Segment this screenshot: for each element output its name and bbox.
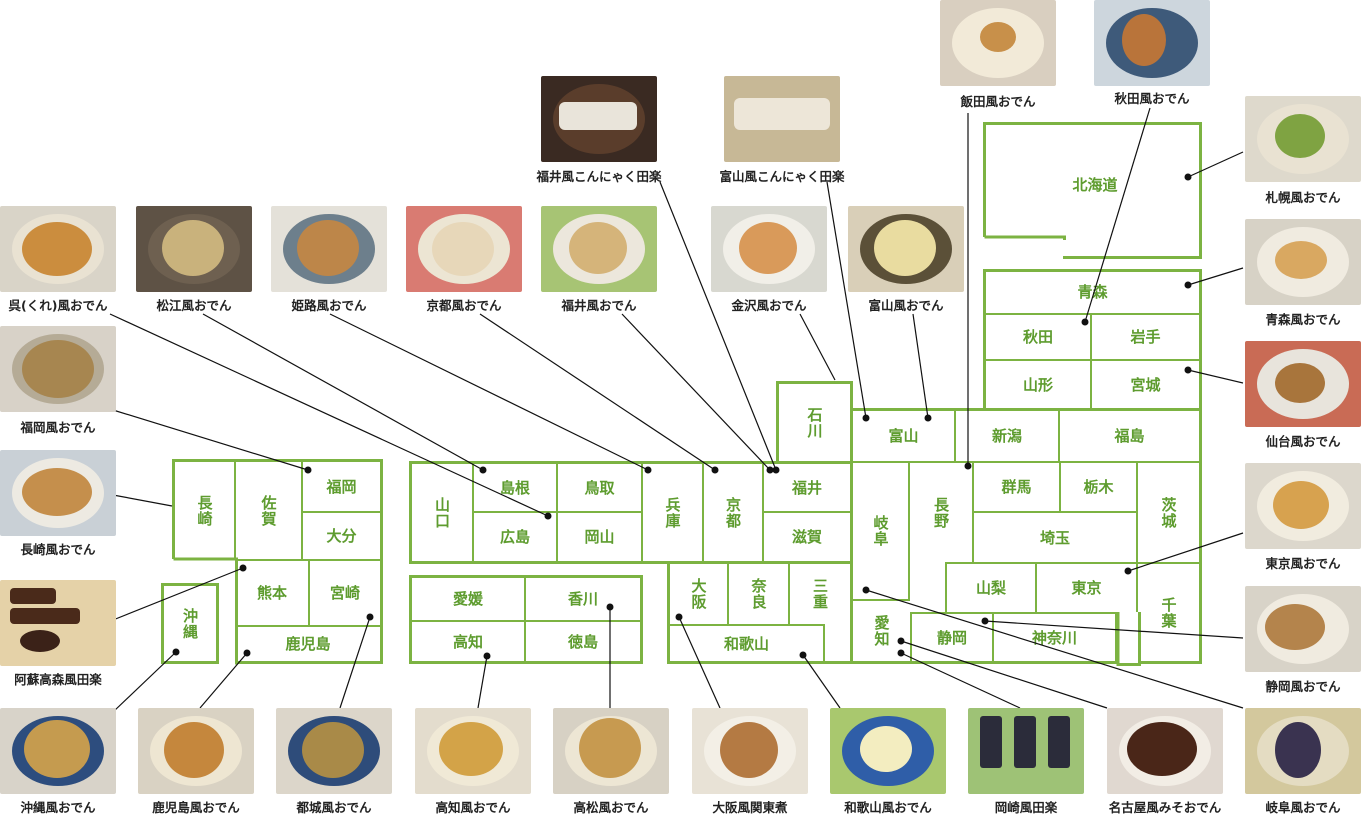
photo-nagasaki (0, 450, 116, 536)
caption-wakayama: 和歌山風おでん (844, 800, 932, 815)
photo-osaka (692, 708, 808, 794)
pref-kagoshima: 鹿児島 (236, 625, 380, 661)
photo-okazaki (968, 708, 1084, 794)
pref-tokushima: 徳島 (526, 620, 640, 661)
photo-himeji (271, 206, 387, 292)
pref-wakayama: 和歌山 (670, 624, 825, 661)
caption-tokyo: 東京風おでん (1265, 556, 1341, 571)
caption-gifu: 岐阜風おでん (1265, 800, 1341, 815)
caption-aso: 阿蘇高森風田楽 (14, 672, 102, 687)
caption-fukuoka: 福岡風おでん (20, 420, 96, 435)
pref-nara: 奈良 (729, 564, 790, 624)
caption-kure: 呉(くれ)風おでん (8, 298, 108, 313)
photo-sendai (1245, 341, 1361, 427)
pref-gunma: 群馬 (974, 461, 1061, 511)
photo-takamatsu (553, 708, 669, 794)
caption-osaka: 大阪風関東煮 (712, 800, 788, 815)
pref-kyoto: 京都 (704, 464, 764, 561)
caption-fukui: 福井風おでん (561, 298, 637, 313)
caption-shizuoka: 静岡風おでん (1265, 679, 1341, 694)
hokkaido-notch (983, 237, 1063, 262)
caption-okinawa: 沖縄風おでん (20, 800, 96, 815)
region-shikoku (409, 575, 643, 664)
photo-toyama-dengaku (724, 76, 840, 162)
caption-miyakonojo: 都城風おでん (296, 800, 372, 815)
pref-kagawa: 香川 (567, 590, 598, 608)
pref-osaka: 大阪 (670, 564, 729, 624)
photo-iida (940, 0, 1056, 86)
photo-kochi (415, 708, 531, 794)
pref-kochi: 高知 (412, 620, 526, 661)
caption-matsue: 松江風おでん (156, 298, 232, 313)
pref-ibaraki: 茨城 (1138, 461, 1199, 562)
photo-sapporo (1245, 96, 1361, 182)
caption-okazaki: 岡崎風田楽 (994, 800, 1058, 815)
photo-aomori (1245, 219, 1361, 305)
pref-mie: 三重 (811, 578, 829, 610)
photo-fukui (541, 206, 657, 292)
photo-aso (0, 580, 116, 666)
caption-himeji: 姫路風おでん (291, 298, 367, 313)
pref-tottori: 鳥取 (558, 464, 643, 511)
caption-kagoshima: 鹿児島風おでん (152, 800, 240, 815)
pref-akita: 秋田 (986, 313, 1092, 359)
caption-toyama-dengaku: 富山風こんにゃく田楽 (719, 169, 845, 184)
pref-miyazaki: 宮崎 (310, 559, 380, 625)
caption-akita: 秋田風おでん (1114, 91, 1190, 106)
pref-toyama: 富山 (853, 411, 956, 461)
caption-kanazawa: 金沢風おでん (731, 298, 807, 313)
pref-hyogo: 兵庫 (643, 464, 704, 561)
photo-miyakonojo (276, 708, 392, 794)
photo-kyoto (406, 206, 522, 292)
pref-niigata: 新潟 (956, 411, 1060, 461)
pref-okayama: 岡山 (558, 511, 643, 561)
photo-nagoya (1107, 708, 1223, 794)
caption-fukui-dengaku: 福井風こんにゃく田楽 (536, 169, 662, 184)
caption-kochi: 高知風おでん (435, 800, 511, 815)
pref-nagano: 長野 (910, 461, 974, 562)
pref-shiga: 滋賀 (764, 511, 850, 561)
caption-nagasaki: 長崎風おでん (20, 542, 96, 557)
pref-yamagata: 山形 (986, 359, 1092, 409)
caption-kyoto: 京都風おでん (426, 298, 502, 313)
photo-toyama (848, 206, 964, 292)
pref-ishikawa: 石川 (805, 406, 824, 439)
pref-tochigi: 栃木 (1061, 461, 1138, 511)
pref-kumamoto: 熊本 (236, 559, 310, 625)
photo-akita (1094, 0, 1210, 86)
pref-miyagi: 宮城 (1092, 359, 1199, 409)
caption-toyama: 富山風おでん (868, 298, 944, 313)
photo-matsue (136, 206, 252, 292)
photo-shizuoka (1245, 586, 1361, 672)
photo-fukuoka (0, 326, 116, 412)
caption-sapporo: 札幌風おでん (1265, 190, 1341, 205)
caption-takamatsu: 高松風おでん (573, 800, 649, 815)
caption-nagoya: 名古屋風みそおでん (1108, 800, 1222, 815)
photo-fukui-dengaku (541, 76, 657, 162)
photo-okinawa (0, 708, 116, 794)
caption-iida: 飯田風おでん (960, 94, 1036, 109)
photo-kanazawa (711, 206, 827, 292)
photo-kure (0, 206, 116, 292)
pref-fukushima: 福島 (1114, 427, 1145, 445)
pref-okinawa: 沖縄 (181, 607, 199, 640)
photo-kagoshima (138, 708, 254, 794)
caption-sendai: 仙台風おでん (1265, 434, 1341, 449)
caption-aomori: 青森風おでん (1265, 312, 1341, 327)
pref-fukui: 福井 (791, 478, 822, 497)
pref-ehime: 愛媛 (412, 578, 526, 620)
photo-wakayama (830, 708, 946, 794)
photo-gifu (1245, 708, 1361, 794)
photo-tokyo (1245, 463, 1361, 549)
pref-gifu: 岐阜 (853, 461, 910, 599)
